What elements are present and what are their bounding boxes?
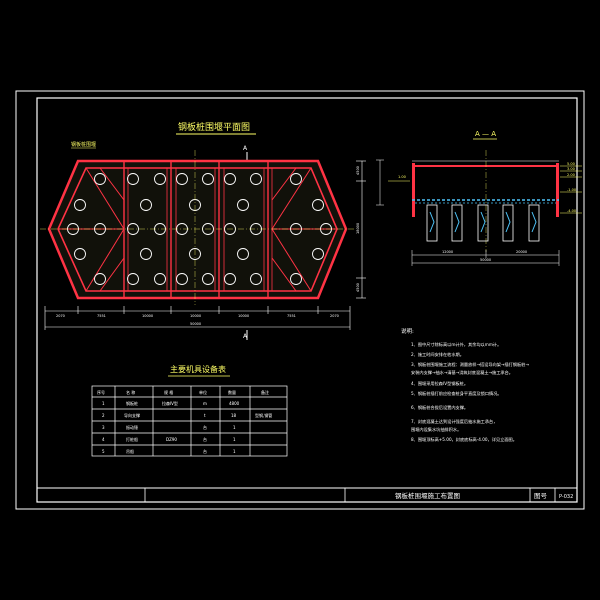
section-mark-bottom: A (243, 333, 248, 340)
table-row-1-c0: 2 (102, 413, 105, 418)
table-row-0-c2: 拉森IV型 (162, 400, 178, 406)
note-4: 4、围堰采用拉森IV型钢板桩。 (411, 380, 468, 387)
table-header-4: 数量 (228, 389, 236, 395)
plan-dim-bottom-labels: 2070 7551 10000 10000 10000 7551 2070 50… (56, 314, 339, 326)
table-row-1-c3: t (204, 413, 206, 418)
table-header-0: 序号 (97, 389, 105, 395)
table-row-2-c4: 1 (233, 425, 236, 430)
note-7b: 围堰内设集水坑抽排积水。 (411, 426, 461, 433)
plan-dim-right-3: 4500 (356, 283, 360, 292)
table-row-0-c3: m (203, 401, 207, 406)
note-3b: 安装内支撑→抽水→清基→浇筑封底混凝土→施工承台。 (411, 369, 513, 376)
cofferdam-plan (40, 150, 355, 305)
dim-b3: 10000 (142, 314, 153, 318)
equipment-table: 序号 名 称 规 格 单位 数量 备注 1 钢板桩 拉森IV型 m 4800 2… (91, 385, 288, 457)
table-row-4-c1: 吊船 (126, 448, 134, 454)
table-row-3-c1: 打桩船 (126, 436, 138, 442)
table-row-2-c1: 振动锤 (126, 424, 138, 430)
section-view: 1.00 (376, 150, 582, 266)
elev-r1: 5.00 (567, 162, 575, 166)
table-row-1-c4: 18 (231, 413, 237, 418)
plan-label-tl: 钢板桩围堰 (71, 141, 96, 148)
table-row-3-c0: 4 (102, 437, 105, 442)
dim-b7: 2070 (330, 314, 339, 318)
table-header-3: 单位 (199, 389, 207, 395)
table-header-2: 规 格 (164, 389, 173, 395)
table-row-0-c1: 钢板桩 (126, 400, 138, 406)
inner-frame (36, 97, 578, 503)
table-row-4-c4: 1 (233, 449, 236, 454)
plan-dim-bottom (44, 306, 351, 330)
dim-b5: 10000 (238, 314, 249, 318)
note-3: 3、钢板桩围堰施工流程：测量放样→搭设导向架→插打钢板桩→ (411, 361, 529, 368)
plan-dim-right (356, 160, 366, 299)
elev-r4: -1.00 (567, 188, 576, 192)
section-mark-top: A (243, 145, 248, 152)
elev-r2: 3.00 (567, 167, 575, 171)
table-row-4-c3: 台 (203, 448, 207, 454)
table-row-3-c3: 台 (203, 436, 207, 442)
section-dim-2: 20000 (516, 250, 527, 254)
drawing-title: 钢板桩围堰施工布置图 (395, 491, 460, 500)
table-row-3-c2: DZ90 (166, 437, 177, 442)
section-dim-1: 12000 (442, 250, 453, 254)
outer-frame (15, 90, 585, 510)
dim-b1: 2070 (56, 314, 65, 318)
table-row-4-c0: 5 (102, 449, 105, 454)
note-6: 6、钢板桩合拢后设置内支撑。 (411, 404, 468, 411)
note-7: 7、封底混凝土达到设计强度后抽水施工承台， (411, 418, 497, 425)
table-row-2-c3: 台 (203, 424, 207, 430)
plan-dim-right-1: 4500 (356, 166, 360, 175)
dim-total: 50000 (190, 322, 201, 326)
table-title: 主要机具设备表 (170, 364, 226, 374)
table-row-0-c0: 1 (102, 401, 105, 406)
section-title: A — A (475, 130, 496, 138)
section-elev-left: 1.00 (398, 175, 406, 179)
elev-r3: 2.00 (567, 173, 575, 177)
table-row-0-c4: 4800 (229, 401, 240, 406)
table-row-3-c4: 1 (233, 437, 236, 442)
table-rows: 1 钢板桩 拉森IV型 m 4800 2 导向支撑 t 18 型钢,钢管 3 振… (102, 400, 272, 454)
note-8: 8、围堰顶标高+5.00，封底底标高-4.00，详见立面图。 (411, 436, 517, 443)
notes-title: 说明: (401, 327, 414, 335)
table-row-2-c0: 3 (102, 425, 105, 430)
table-row-1-c5: 型钢,钢管 (255, 412, 272, 418)
table-header-5: 备注 (261, 389, 269, 395)
dim-b4: 10000 (190, 314, 201, 318)
section-dim-total: 50000 (480, 258, 491, 262)
note-1: 1、图中尺寸除标高以m计外，其余均以mm计。 (411, 341, 501, 348)
fig-no: P-032 (559, 494, 573, 500)
diagonal-braces (58, 167, 337, 292)
fig-no-label: 图号 (534, 492, 548, 500)
note-2: 2、施工时间安排在枯水期。 (411, 351, 464, 358)
title-block: 钢板桩围堰施工布置图 图号 P-032 (37, 487, 577, 502)
note-5: 5、钢板桩插打前应检查桩身平直度及锁口情况。 (411, 390, 502, 397)
elev-r5: -4.00 (567, 209, 576, 213)
plan-dim-right-2: 18000 (356, 223, 360, 234)
plan-title: 钢板桩围堰平面图 (178, 121, 250, 133)
notes: 说明: 1、图中尺寸除标高以m计外，其余均以mm计。 2、施工时间安排在枯水期。… (401, 327, 529, 443)
table-row-1-c1: 导向支撑 (124, 412, 140, 418)
dim-b2: 7551 (97, 314, 106, 318)
table-header-1: 名 称 (126, 389, 135, 395)
dim-b6: 7551 (287, 314, 296, 318)
